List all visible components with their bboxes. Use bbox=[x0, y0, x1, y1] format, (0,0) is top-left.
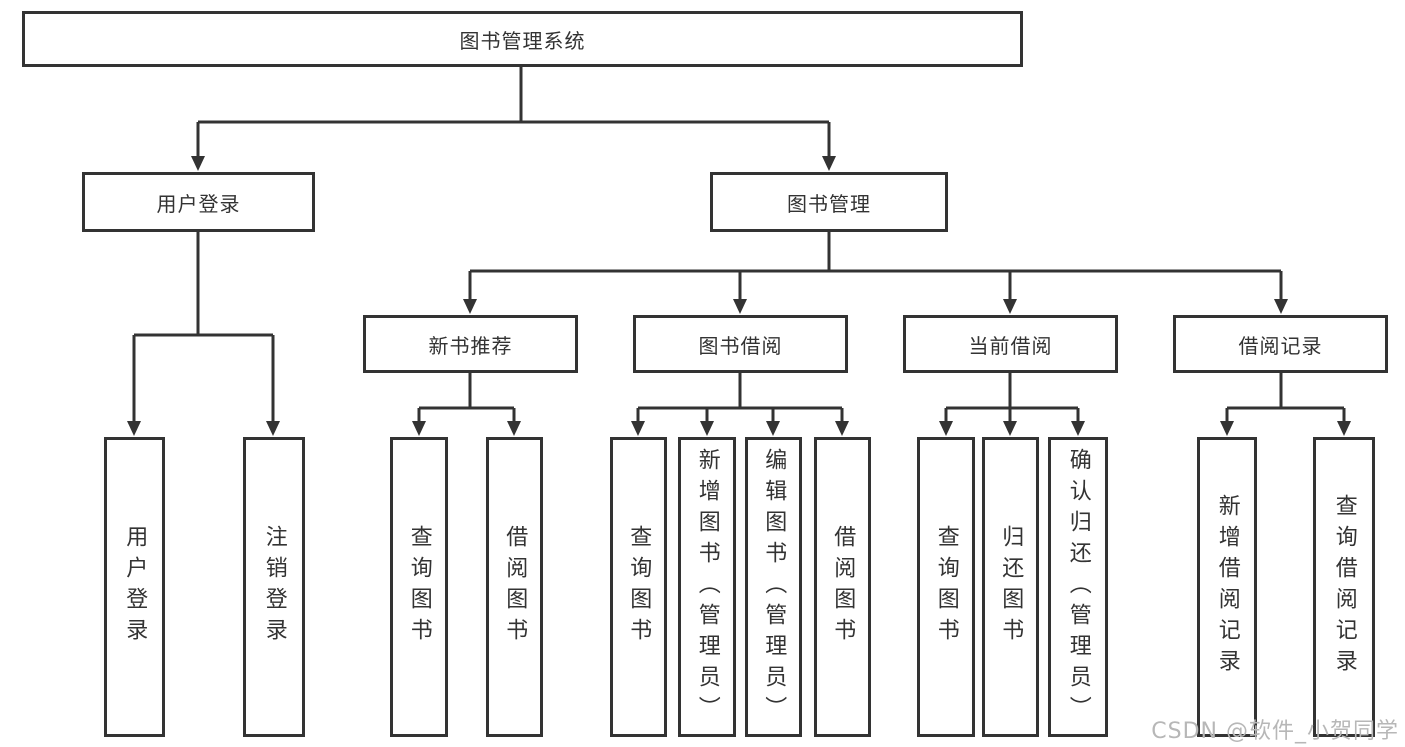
node-current-borrow: 当前借阅 bbox=[903, 315, 1118, 373]
node-label: 借阅图书 bbox=[502, 525, 528, 649]
node-root-system: 图书管理系统 bbox=[22, 11, 1023, 67]
leaf-borrow-book: 借阅图书 bbox=[814, 437, 871, 737]
node-new-book-recommend: 新书推荐 bbox=[363, 315, 578, 373]
leaf-return-book: 归还图书 bbox=[982, 437, 1039, 737]
node-label: 归还图书 bbox=[998, 525, 1024, 649]
node-label: 查询图书 bbox=[626, 525, 652, 649]
connector-user-login bbox=[127, 232, 280, 436]
connector-root bbox=[191, 67, 836, 171]
leaf-logout: 注销登录 bbox=[243, 437, 305, 737]
node-label: 当前借阅 bbox=[968, 333, 1053, 358]
leaf-query-book-recommend: 查询图书 bbox=[390, 437, 448, 737]
connector-new-book bbox=[412, 373, 521, 436]
node-label: 图书管理系统 bbox=[459, 28, 586, 53]
node-user-login: 用户登录 bbox=[82, 172, 315, 232]
connector-book-borrow bbox=[631, 373, 849, 436]
node-label: 用户登录 bbox=[156, 191, 241, 216]
leaf-add-borrow-record: 新增借阅记录 bbox=[1197, 437, 1257, 737]
node-label: 新增借阅记录 bbox=[1214, 494, 1240, 680]
node-label: 用户登录 bbox=[122, 525, 148, 649]
leaf-user-login: 用户登录 bbox=[104, 437, 165, 737]
leaf-edit-book-admin: 编辑图书（管理员） bbox=[745, 437, 802, 737]
node-book-borrow: 图书借阅 bbox=[633, 315, 848, 373]
csdn-watermark: CSDN @软件_小贺同学 bbox=[1151, 719, 1399, 744]
node-label: 借阅记录 bbox=[1238, 333, 1323, 358]
leaf-borrow-book-recommend: 借阅图书 bbox=[486, 437, 543, 737]
node-label: 图书借阅 bbox=[698, 333, 783, 358]
node-label: 注销登录 bbox=[261, 525, 287, 649]
connector-borrow-record bbox=[1220, 373, 1351, 436]
node-label: 借阅图书 bbox=[830, 525, 856, 649]
node-label: 确认归还（管理员） bbox=[1065, 447, 1091, 727]
node-label: 查询借阅记录 bbox=[1331, 494, 1357, 680]
node-label: 图书管理 bbox=[787, 191, 871, 216]
leaf-query-borrow-record: 查询借阅记录 bbox=[1313, 437, 1375, 737]
node-label: 新增图书（管理员） bbox=[694, 447, 720, 727]
node-borrow-record: 借阅记录 bbox=[1173, 315, 1388, 373]
connector-book-mgmt bbox=[463, 232, 1288, 314]
node-label: 查询图书 bbox=[933, 525, 959, 649]
leaf-add-book-admin: 新增图书（管理员） bbox=[678, 437, 736, 737]
node-book-management: 图书管理 bbox=[710, 172, 948, 232]
node-label: 新书推荐 bbox=[428, 333, 513, 358]
leaf-confirm-return-admin: 确认归还（管理员） bbox=[1048, 437, 1108, 737]
node-label: 编辑图书（管理员） bbox=[761, 447, 787, 727]
connector-current-borrow bbox=[939, 373, 1085, 436]
leaf-query-book-borrow: 查询图书 bbox=[610, 437, 667, 737]
leaf-query-book-current: 查询图书 bbox=[917, 437, 975, 737]
node-label: 查询图书 bbox=[406, 525, 432, 649]
